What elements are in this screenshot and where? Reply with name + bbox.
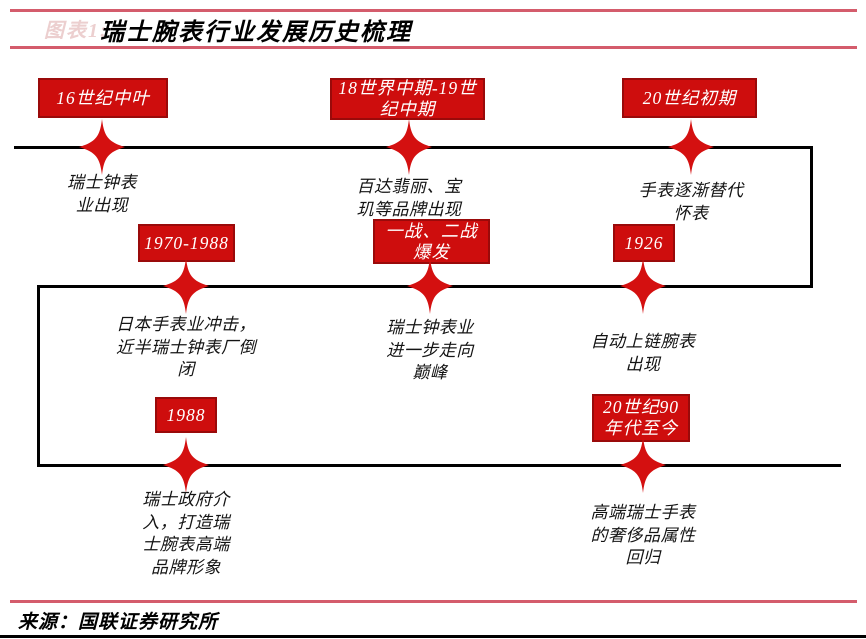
header-rule-bottom bbox=[10, 46, 857, 49]
star-node-icon bbox=[668, 119, 714, 175]
timeline-line-row-3 bbox=[37, 464, 841, 467]
figure-title: 瑞士腕表行业发展历史梳理 bbox=[100, 20, 412, 46]
period-box: 20世纪初期 bbox=[622, 78, 757, 118]
star-node-icon bbox=[407, 258, 453, 314]
footer-rule bbox=[10, 600, 857, 603]
star-node-icon bbox=[386, 119, 432, 175]
event-description: 瑞士政府介 入，打造瑞 士腕表高端 品牌形象 bbox=[142, 490, 230, 577]
period-box: 16世纪中叶 bbox=[38, 78, 168, 118]
star-node-icon bbox=[620, 258, 666, 314]
event-description: 高端瑞士手表 的奢侈品属性 回归 bbox=[590, 503, 696, 567]
event-description: 自动上链腕表 出现 bbox=[590, 332, 696, 374]
star-node-icon bbox=[620, 437, 666, 493]
header-rule-top bbox=[10, 9, 857, 12]
timeline-connector-right bbox=[810, 146, 813, 288]
period-box: 1988 bbox=[155, 397, 217, 433]
event-description: 瑞士钟表业 进一步走向 巅峰 bbox=[386, 318, 474, 382]
event-description: 手表逐渐替代 怀表 bbox=[638, 181, 744, 223]
event-description: 瑞士钟表 业出现 bbox=[67, 173, 137, 215]
star-node-icon bbox=[79, 119, 125, 175]
period-box: 1970-1988 bbox=[138, 224, 235, 262]
period-box: 1926 bbox=[613, 224, 675, 262]
period-box: 一战、二战 爆发 bbox=[373, 219, 490, 264]
event-description: 百达翡丽、宝 玑等品牌出现 bbox=[356, 177, 462, 219]
period-box: 18世界中期-19世 纪中期 bbox=[330, 78, 485, 120]
event-description: 日本手表业冲击， 近半瑞士钟表厂倒 闭 bbox=[116, 315, 256, 379]
star-node-icon bbox=[163, 258, 209, 314]
period-box: 20世纪90 年代至今 bbox=[592, 394, 690, 442]
timeline-connector-left bbox=[37, 285, 40, 467]
figure-number-label: 图表1: bbox=[44, 20, 109, 42]
bottom-border-line bbox=[0, 635, 866, 638]
star-node-icon bbox=[163, 437, 209, 493]
source-text: 来源：国联证券研究所 bbox=[18, 612, 219, 633]
